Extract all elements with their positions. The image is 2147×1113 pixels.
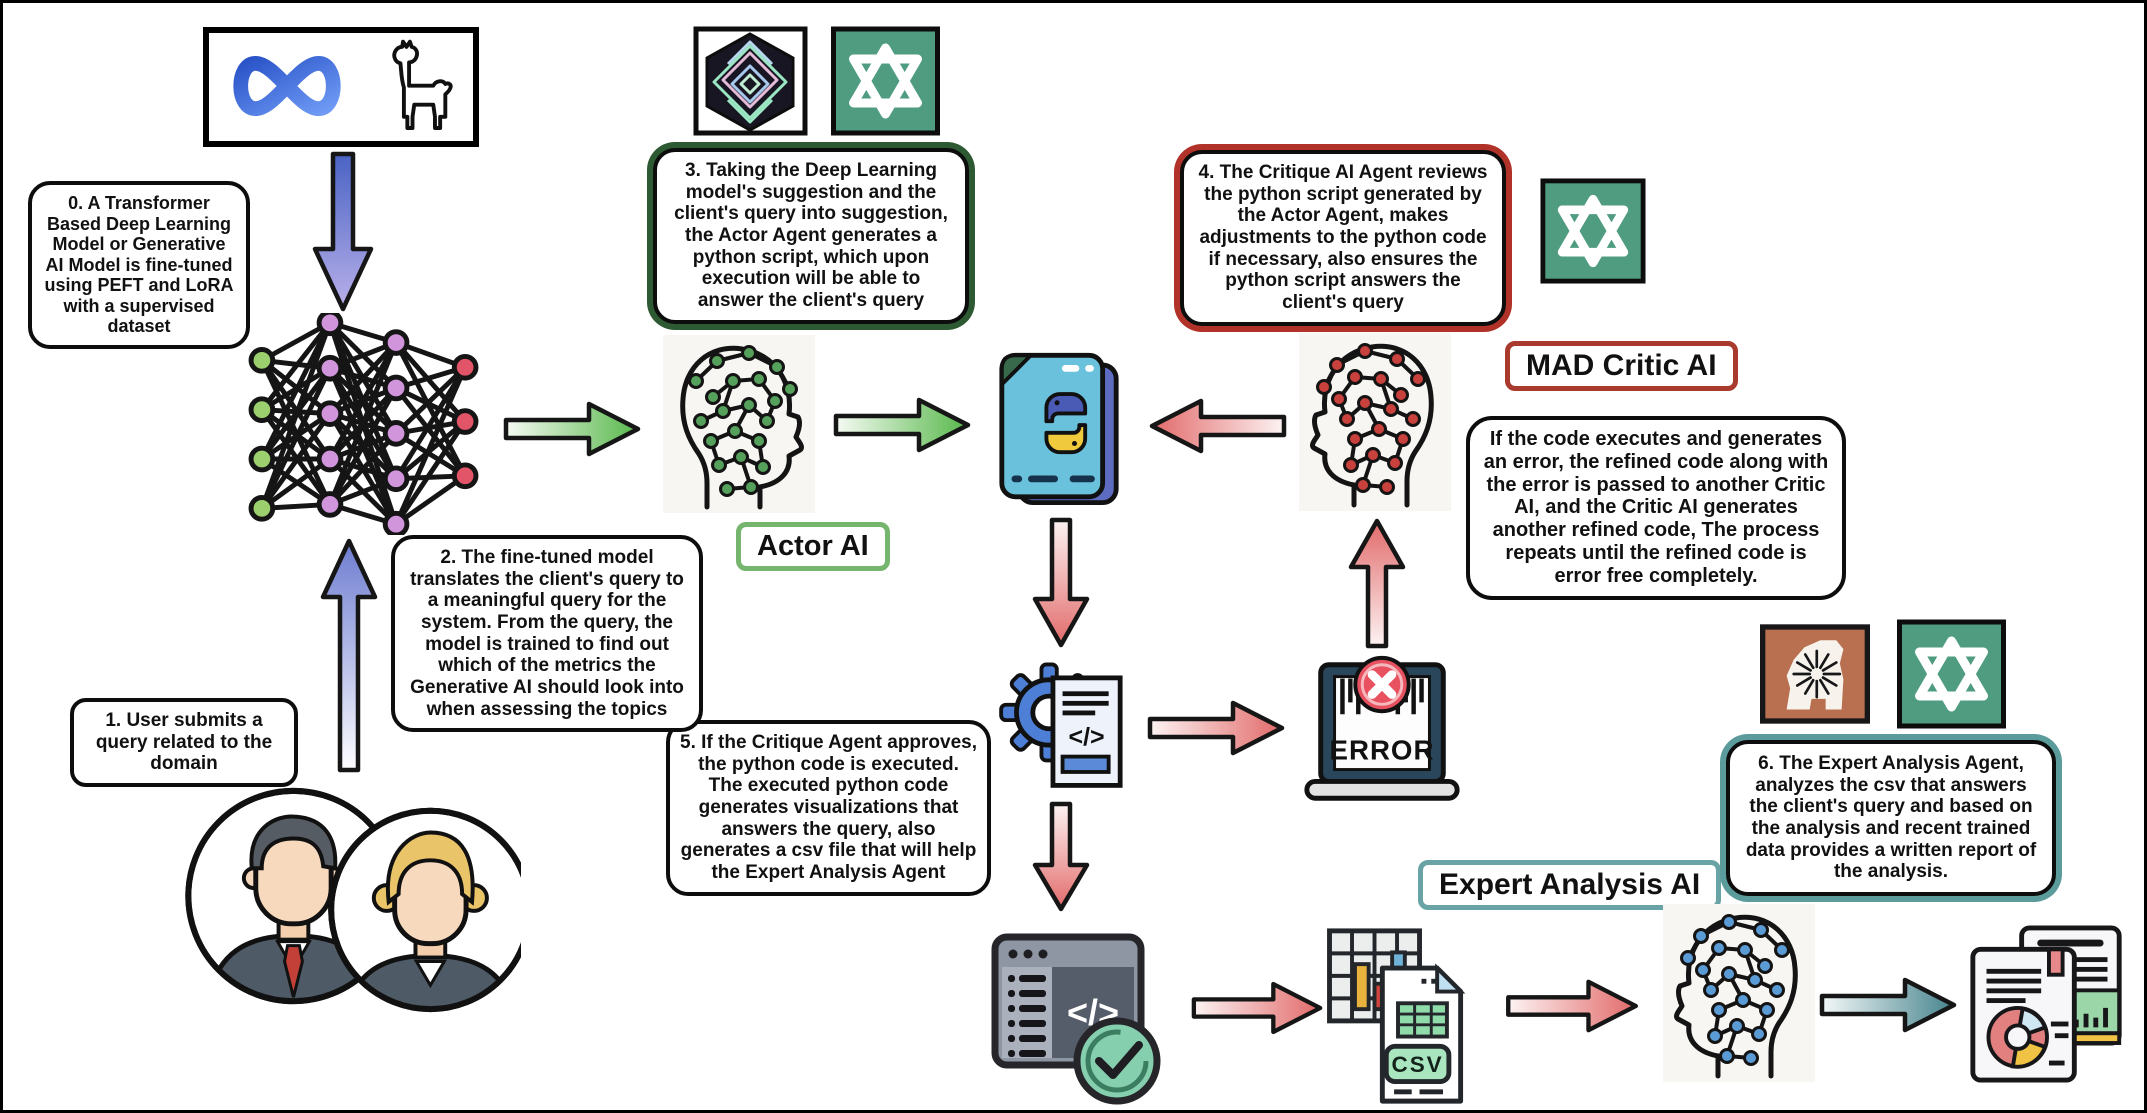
error-x-badge — [1353, 655, 1411, 714]
expert-circuit-head-icon — [1663, 904, 1815, 1082]
analysis-report-icon — [1970, 925, 2122, 1083]
check-icon — [1095, 1041, 1143, 1079]
head-silhouette — [1786, 640, 1844, 710]
openai-logo-icon — [1540, 178, 1646, 284]
meta-logo-icon — [232, 55, 341, 117]
thinking-head-logo-icon — [1760, 624, 1870, 724]
arrow-meta-to-network — [312, 151, 374, 312]
step5-note: 5. If the Critique Agent approves, the p… — [666, 720, 991, 896]
mad-critic-ai-badge: MAD Critic AI — [1505, 341, 1738, 391]
python-script-icon — [999, 352, 1119, 506]
arrow-users-to-network — [320, 538, 378, 773]
arrow-python-to-executor — [1032, 517, 1090, 648]
code-glyph: </> — [1069, 723, 1105, 751]
hexagon-ai-logo-icon — [693, 26, 808, 136]
critic-loop-note: If the code executes and generates an er… — [1466, 416, 1846, 600]
bookmark-icon — [2047, 947, 2065, 977]
meta-llama-logo-box — [203, 27, 479, 147]
actor-ai-badge: Actor AI — [736, 522, 890, 571]
donut-chart-icon — [1986, 1005, 2049, 1069]
step0-note: 0. A Transformer Based Deep Learning Mod… — [28, 181, 250, 349]
arrow-executor-to-error — [1147, 700, 1285, 756]
step2-note: 2. The fine-tuned model translates the c… — [391, 535, 703, 733]
step3-note: 3. Taking the Deep Learning model's sugg… — [653, 148, 969, 324]
arrow-network-to-actor — [503, 401, 641, 457]
check-badge — [1073, 1017, 1161, 1105]
arrow-critic-to-python — [1149, 398, 1287, 454]
code-executor-gear-icon: </> — [999, 662, 1123, 788]
expert-analysis-ai-badge: Expert Analysis AI — [1418, 860, 1722, 910]
error-label: ERROR — [1330, 735, 1435, 766]
step6-note: 6. The Expert Analysis Agent, analyzes t… — [1726, 740, 2056, 896]
openai-logo-icon — [831, 26, 940, 136]
arrow-executor-to-approved-code — [1032, 801, 1090, 912]
starburst-icon — [1792, 649, 1842, 699]
actor-circuit-head-icon — [663, 335, 815, 513]
step4-note: 4. The Critique AI Agent reviews the pyt… — [1180, 150, 1506, 326]
x-icon — [1367, 670, 1397, 699]
arrow-error-to-critic — [1348, 518, 1406, 649]
llama-icon — [391, 39, 453, 130]
neural-network-icon — [248, 313, 479, 535]
arrow-code-to-csv — [1191, 981, 1323, 1035]
users-avatars-icon — [185, 787, 521, 1013]
approved-code-window-icon: </> — [991, 933, 1161, 1105]
critic-circuit-head-icon — [1299, 333, 1451, 511]
error-laptop-icon: ERROR — [1304, 655, 1460, 801]
arrow-actor-to-python — [833, 397, 971, 453]
csv-file-icon: CSV — [1327, 928, 1466, 1104]
step1-note: 1. User submits a query related to the d… — [70, 698, 298, 787]
csv-label: CSV — [1391, 1052, 1443, 1077]
arrow-csv-to-expert — [1506, 979, 1639, 1033]
arrow-expert-to-report — [1819, 977, 1957, 1033]
openai-logo-icon — [1897, 619, 2006, 729]
